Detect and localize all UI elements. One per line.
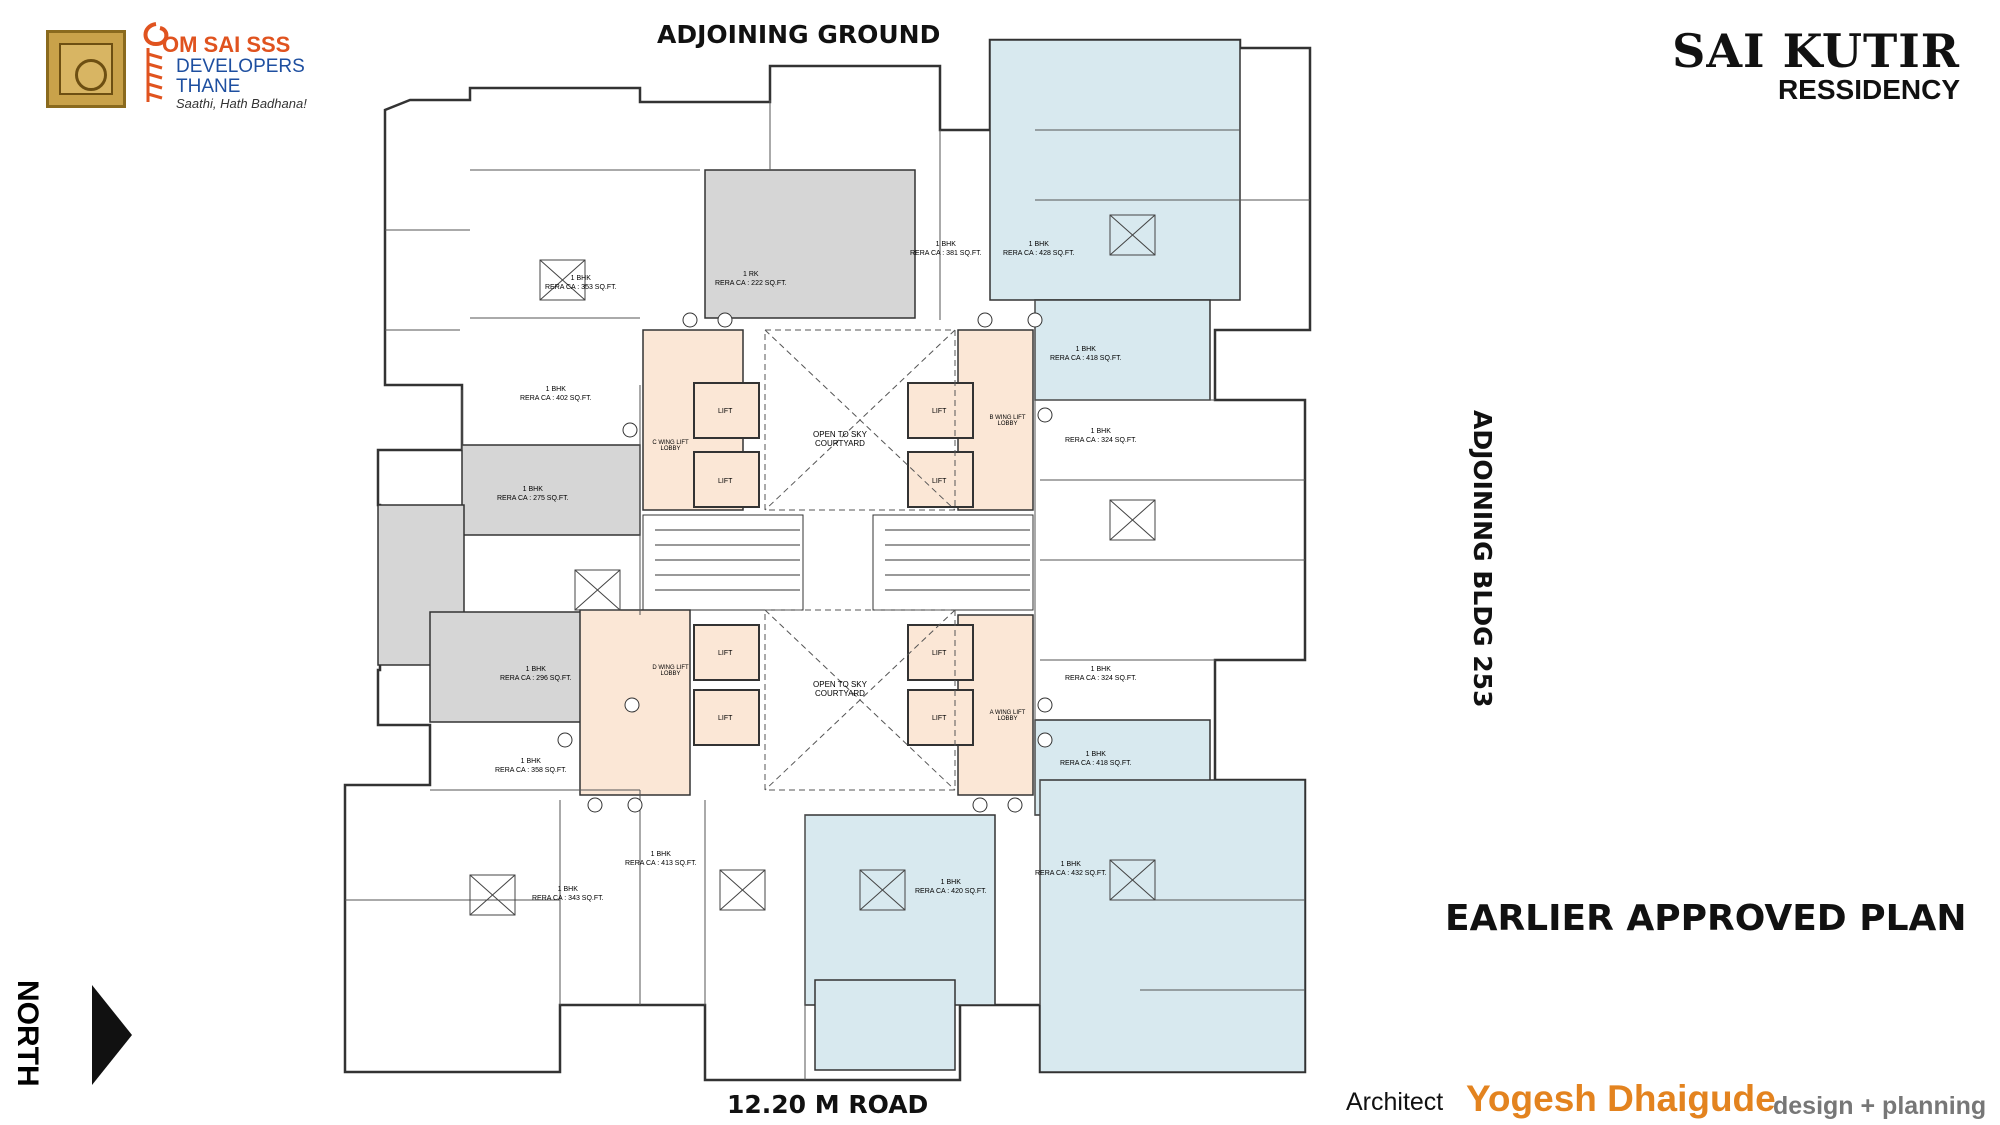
- staircases: [642, 514, 1034, 611]
- fixtures: [469, 214, 1156, 916]
- north-arrow-icon: [92, 985, 132, 1085]
- unit-blue-bottom-bed: [814, 979, 956, 1071]
- lobby-label-c: C WING LIFT LOBBY: [652, 440, 689, 452]
- lift-label-8: LIFT: [932, 715, 947, 722]
- lift-label-6: LIFT: [718, 715, 733, 722]
- road-label: 12.20 M ROAD: [727, 1090, 929, 1119]
- courtyard-label-top: OPEN TO SKY COURTYARD: [813, 430, 867, 448]
- unit-grey-1rk: [704, 169, 916, 319]
- door-markers: [557, 312, 1053, 813]
- unit-grey-275: [461, 444, 641, 536]
- lifts: [693, 382, 974, 746]
- lift-label-4: LIFT: [932, 478, 947, 485]
- developer-logo-icon: [46, 30, 126, 108]
- lobby-label-d: D WING LIFT LOBBY: [652, 665, 689, 677]
- unit-blue-428: [989, 39, 1241, 301]
- lift-label-3: LIFT: [932, 408, 947, 415]
- lift-label-7: LIFT: [932, 650, 947, 657]
- plan-status-label: EARLIER APPROVED PLAN: [1445, 898, 1967, 939]
- lift-label-5: LIFT: [718, 650, 733, 657]
- lift-label-1: LIFT: [718, 408, 733, 415]
- adjoining-ground-label: ADJOINING GROUND: [657, 20, 941, 49]
- om-symbol-icon: [143, 22, 169, 102]
- lobby-label-a: A WING LIFT LOBBY: [989, 710, 1026, 722]
- partitions: [345, 100, 1310, 1080]
- courtyard-crosses: [764, 329, 956, 791]
- architect-suffix: design + planning: [1773, 1092, 1987, 1120]
- architect-name: Yogesh Dhaigude: [1466, 1078, 1776, 1119]
- architect-prefix: Architect: [1346, 1088, 1444, 1116]
- unit-blue-432: [1039, 779, 1306, 1073]
- developer-name: OM SAI SSS: [162, 32, 291, 57]
- project-name: SAI KUTIR: [1672, 24, 1960, 78]
- adjoining-building-label: ADJOINING BLDG 253: [1468, 410, 1497, 708]
- north-label: NORTH: [11, 980, 44, 1087]
- lift-label-2: LIFT: [718, 478, 733, 485]
- developer-line3: THANE: [176, 76, 241, 97]
- developer-line2: DEVELOPERS: [176, 56, 305, 77]
- courtyard-label-bottom: OPEN TO SKY COURTYARD: [813, 680, 867, 698]
- project-subtitle: RESSIDENCY: [1777, 74, 1960, 105]
- lobby-label-b: B WING LIFT LOBBY: [989, 415, 1026, 427]
- developer-tagline: Saathi, Hath Badhana!: [176, 96, 307, 111]
